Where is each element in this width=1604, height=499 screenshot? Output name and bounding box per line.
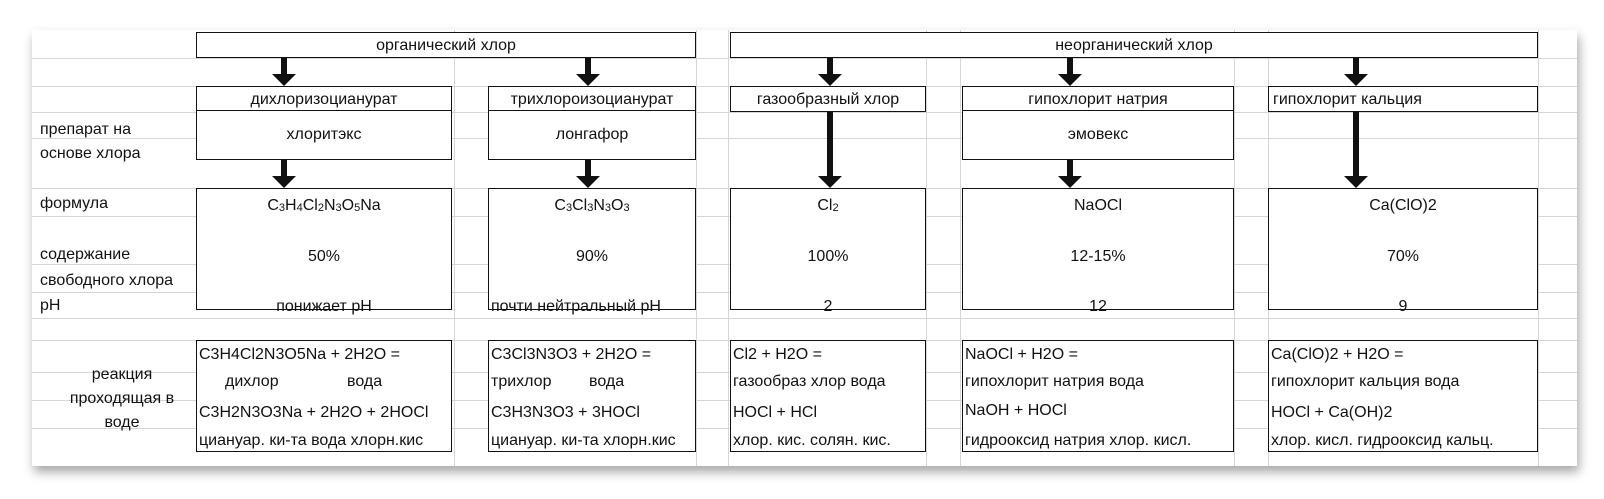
row-label-reaction-2: проходящая в	[69, 390, 175, 407]
grid-line	[32, 112, 1577, 113]
grid-line	[696, 30, 697, 466]
content-value: 70%	[1386, 248, 1420, 265]
formula-label: NaOCl	[1073, 197, 1122, 214]
reaction-line-1: C3H4Cl2N3O5Na + 2H2O =	[199, 346, 400, 363]
ph-value: 12	[1089, 298, 1107, 315]
content-value: 12-15%	[1070, 248, 1126, 265]
row-label-ph: pH	[40, 297, 61, 314]
type-label: трихлороизоцианурат	[510, 91, 674, 108]
type-label: дихлоризоцианурат	[250, 91, 398, 108]
inorganic-chlorine-header: неорганический хлор	[730, 32, 1538, 58]
reaction-line-1: Ca(ClO)2 + H2O =	[1271, 346, 1404, 363]
data-box: NaOCl 12-15% 12	[962, 188, 1234, 315]
reaction-box: C3H4Cl2N3O5Na + 2H2O = дихлор вода C3H2N…	[196, 340, 452, 452]
type-box-calcium-hypochlorite: гипохлорит кальция	[1268, 86, 1538, 112]
data-box: Ca(ClO)2 70% 9	[1268, 188, 1538, 315]
down-arrow-icon	[1344, 112, 1368, 188]
reaction-line-3: C3H2N3O3Na + 2H2O + 2HOCl	[199, 404, 429, 421]
type-box-dichloroisocyanurate: дихлоризоцианурат	[196, 86, 452, 112]
reaction-line-1: NaOCl + H2O =	[965, 346, 1078, 363]
reaction-box: C3Cl3N3O3 + 2H2O = трихлор вода C3H3N3O3…	[488, 340, 696, 452]
spreadsheet-table: органический хлор неорганический хлор пр…	[32, 30, 1577, 466]
grid-line	[32, 58, 1577, 59]
product-box: лонгафор	[488, 110, 696, 160]
row-label-formula: формула	[40, 195, 109, 212]
organic-chlorine-header: органический хлор	[196, 32, 696, 58]
reaction-line-1: C3Cl3N3O3 + 2H2O =	[491, 346, 652, 363]
grid-line	[454, 30, 455, 466]
data-box: Cl2 100% 2	[730, 188, 926, 315]
reaction-line-4: гидрооксид натрия хлор. кисл.	[965, 432, 1192, 449]
type-label: гипохлорит кальция	[1273, 91, 1422, 108]
formula-label: C3Cl3N3O3	[554, 197, 630, 214]
reaction-line-2: газообраз хлор вода	[733, 373, 886, 390]
content-value: 90%	[575, 248, 609, 265]
product-label: лонгафор	[555, 126, 629, 143]
reaction-line-2b: вода	[347, 373, 383, 390]
reaction-line-4: циануар. ки-та вода хлорн.кис	[199, 432, 424, 449]
data-box: C3H4Cl2N3O5Na 50% понижает pH	[196, 188, 452, 315]
reaction-line-3: HOCl + Ca(OH)2	[1271, 404, 1393, 421]
row-label-preparation-2: основе хлора	[40, 145, 141, 162]
reaction-box: NaOCl + H2O = гипохлорит натрия вода NaO…	[962, 340, 1234, 452]
content-value: 50%	[307, 248, 341, 265]
formula-label: C3H4Cl2N3O5Na	[267, 197, 381, 214]
reaction-line-1: Cl2 + H2O =	[733, 346, 822, 363]
reaction-line-3: C3H3N3O3 + 3HOCl	[491, 404, 640, 421]
grid-line	[32, 318, 1577, 319]
down-arrow-icon	[1058, 160, 1082, 188]
grid-line	[960, 30, 961, 466]
grid-line	[1234, 30, 1235, 466]
ph-value: понижает pH	[276, 298, 372, 315]
reaction-line-2: трихлор	[491, 373, 552, 390]
reaction-line-2: дихлор	[225, 373, 279, 390]
down-arrow-icon	[818, 58, 842, 86]
type-box-sodium-hypochlorite: гипохлорит натрия	[962, 86, 1234, 112]
ph-value: 9	[1398, 298, 1408, 315]
ph-value: почти нейтральный pH	[491, 298, 661, 315]
formula-label: Ca(ClO)2	[1369, 197, 1437, 214]
type-box-trichloroisocyanurate: трихлороизоцианурат	[488, 86, 696, 112]
product-box: хлоритэкс	[196, 110, 452, 160]
reaction-box: Cl2 + H2O = газообраз хлор вода HOCl + H…	[730, 340, 926, 452]
reaction-line-2: гипохлорит кальция вода	[1271, 373, 1460, 390]
grid-line	[32, 138, 1577, 139]
grid-line	[926, 30, 927, 466]
down-arrow-icon	[576, 160, 600, 188]
type-label: газообразный хлор	[756, 91, 900, 108]
row-label-content-2: свободного хлора	[40, 272, 174, 289]
data-box: C3Cl3N3O3 90% почти нейтральный pH	[488, 188, 696, 315]
reaction-line-2b: вода	[589, 373, 625, 390]
row-label-reaction-1: реакция	[91, 366, 153, 383]
reaction-line-4: хлор. кисл. гидрооксид кальц.	[1271, 432, 1494, 449]
grid-line	[728, 30, 729, 466]
down-arrow-icon	[818, 112, 842, 188]
ph-value: 2	[823, 298, 833, 315]
down-arrow-icon	[272, 160, 296, 188]
reaction-line-4: хлор. кис. солян. кис.	[733, 432, 891, 449]
product-box: эмовекс	[962, 110, 1234, 160]
content-value: 100%	[807, 248, 849, 265]
row-label-reaction-3: воде	[104, 414, 140, 431]
down-arrow-icon	[272, 58, 296, 86]
formula-label: Cl2	[817, 197, 839, 214]
inorganic-chlorine-label: неорганический хлор	[1055, 37, 1213, 54]
reaction-box: Ca(ClO)2 + H2O = гипохлорит кальция вода…	[1268, 340, 1538, 452]
product-label: эмовекс	[1067, 126, 1129, 143]
row-label-content-1: содержание	[40, 246, 131, 263]
grid-line	[1538, 30, 1539, 466]
organic-chlorine-label: органический хлор	[376, 37, 516, 54]
type-label: гипохлорит натрия	[1028, 91, 1168, 108]
row-label-preparation-1: препарат на	[40, 121, 131, 138]
reaction-line-4: циануар. ки-та хлорн.кис	[491, 432, 676, 449]
reaction-line-2: гипохлорит натрия вода	[965, 373, 1144, 390]
reaction-line-3: NaOH + HOCl	[965, 402, 1067, 419]
reaction-line-3: HOCl + HCl	[733, 404, 818, 421]
product-label: хлоритэкс	[286, 126, 362, 143]
down-arrow-icon	[1058, 58, 1082, 86]
down-arrow-icon	[576, 58, 600, 86]
type-box-gaseous-chlorine: газообразный хлор	[730, 86, 926, 112]
down-arrow-icon	[1344, 58, 1368, 86]
